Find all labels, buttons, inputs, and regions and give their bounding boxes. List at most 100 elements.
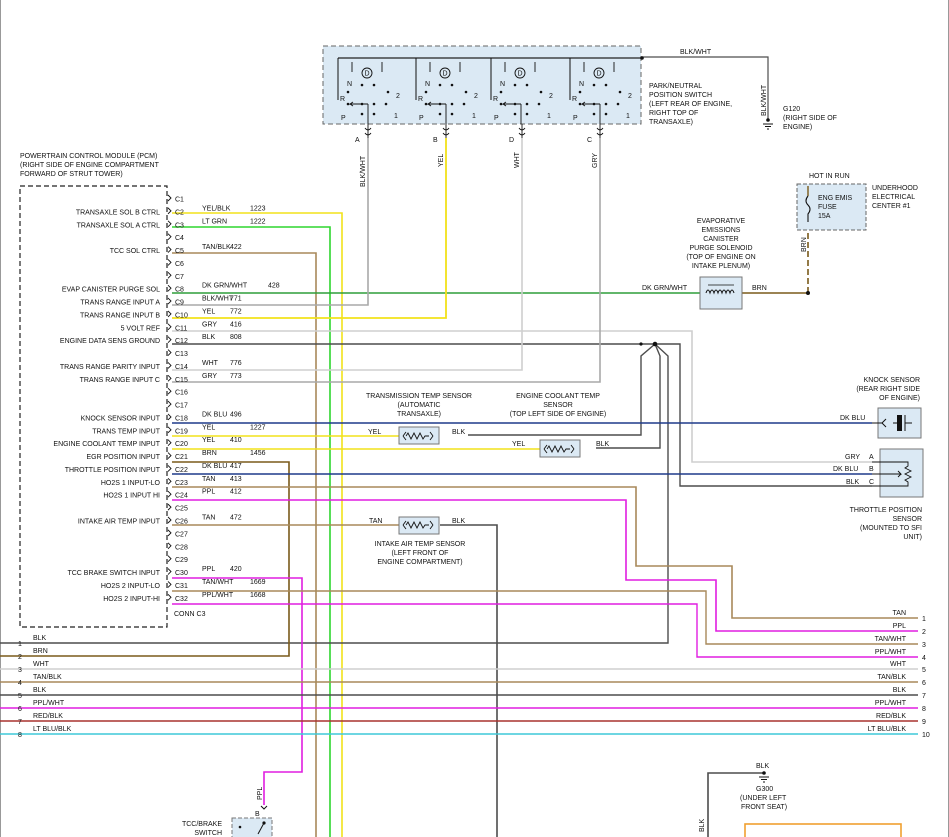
bottom-component-box <box>744 823 902 837</box>
g300-bottom-wire-label: BLK <box>699 818 706 832</box>
pin-chevron-icon <box>167 400 172 408</box>
eng-emis-fuse: HOT IN RUN ENG EMIS FUSE 15A UNDERHOOD E… <box>796 173 918 295</box>
pin-chevron-icon <box>167 207 172 215</box>
pcm-pin-c6: C6 <box>167 259 184 268</box>
pcm-pin-id: C17 <box>175 403 188 410</box>
pnp-top-wire-label: BLK/WHT <box>680 49 712 56</box>
pnp-pos-r: R <box>493 96 498 103</box>
pnp-pos-p: P <box>573 115 578 122</box>
pnp-pos-1: 1 <box>547 113 551 120</box>
pcm-pin-label: HO2S 1 INPUT-LO <box>101 480 161 487</box>
right-bus-color-label: PPL/WHT <box>875 700 907 707</box>
pnp-contact-dot <box>604 112 608 116</box>
fuse-splice-dot <box>806 291 810 295</box>
g120-name: G120 <box>783 106 800 113</box>
pcm-pin-circuit-number: 1669 <box>250 579 266 586</box>
fuse-name-1: FUSE <box>818 204 837 211</box>
pin-chevron-icon <box>167 362 172 369</box>
pnp-contact-dot <box>513 83 517 87</box>
pnp-pos-d: D <box>597 71 602 78</box>
pnp-contact-dot <box>604 102 608 106</box>
pnp-contact-dot <box>450 102 454 106</box>
pcm-pin-wire-color: YEL <box>202 308 215 315</box>
evap-label-line: EVAPORATIVE <box>697 218 746 225</box>
pcm-pin-label: TRANS RANGE PARITY INPUT <box>60 364 161 371</box>
pin-chevron-icon <box>167 336 172 343</box>
pcm-pin-id: C10 <box>175 312 188 319</box>
evap-label-line: PURGE SOLENOID <box>689 245 752 252</box>
wire-iat-blk <box>440 524 498 837</box>
pcm-pin-c1: C1 <box>167 194 184 204</box>
trans-temp-left-wire: YEL <box>368 429 381 436</box>
g300-dot <box>762 771 766 775</box>
wire-g300-blk <box>707 772 764 837</box>
ground-icon <box>759 776 769 783</box>
tcc-brake-pin-dot <box>238 825 242 829</box>
pnp-pin-letter: B <box>433 137 438 144</box>
pcm-pin-circuit-number: 808 <box>230 334 242 341</box>
pnp-contact-dot <box>450 112 454 116</box>
wire-ground-to-trans-temp <box>468 343 656 436</box>
thermistor-icon <box>543 444 575 454</box>
potentiometer-icon <box>872 461 913 487</box>
pcm-pin-c16: C16 <box>167 387 188 397</box>
pcm-pin-wire-color: YEL/BLK <box>202 205 231 212</box>
pnp-pos-d: D <box>443 71 448 78</box>
pcm-pin-id: C31 <box>175 583 188 590</box>
pcm-pin-wire-color: DK BLU <box>202 463 227 470</box>
wire-ground-to-ect <box>596 343 661 449</box>
pnp-pos-2: 2 <box>396 93 400 100</box>
pcm-pin-id: C27 <box>175 531 188 538</box>
wire-c23-tan <box>172 486 918 619</box>
pnp-contact-dot <box>525 102 529 106</box>
pcm-pin-wire-color: BLK <box>202 334 216 341</box>
tcc-brake-wire-label: PPL <box>257 787 264 800</box>
pcm-pin-id: C13 <box>175 351 188 358</box>
pnp-pos-r: R <box>572 96 577 103</box>
wire-c32-ppl-wht <box>172 603 918 658</box>
pcm-pin-circuit-number: 412 <box>230 489 242 496</box>
pnp-contact-dot <box>525 112 529 116</box>
pcm-box <box>19 185 168 628</box>
pnp-pos-p: P <box>341 115 346 122</box>
pnp-contact-dot <box>360 83 364 87</box>
pnp-drive-circle-icon <box>439 67 451 79</box>
pin-chevron-icon <box>167 413 172 421</box>
tps-wire-b: DK BLU <box>833 466 858 473</box>
left-bus-color-label: PPL/WHT <box>33 700 65 707</box>
ect-right-wire: BLK <box>596 441 610 448</box>
pcm-pin-id: C6 <box>175 261 184 268</box>
pcm-pin-id: C26 <box>175 519 188 526</box>
knock-label-2: OF ENGINE) <box>879 395 920 402</box>
fuse-icon <box>805 195 811 222</box>
right-bus-number: 2 <box>922 629 926 636</box>
pcm-pin-label: ENGINE COOLANT TEMP INPUT <box>53 441 160 448</box>
pcm-pin-label: TRANSAXLE SOL B CTRL <box>76 209 160 216</box>
pnp-pos-r: R <box>418 96 423 103</box>
pin-chevron-icon <box>167 349 172 356</box>
pnp-pos-n: N <box>579 81 584 88</box>
pcm-pin-label: TRANS RANGE INPUT A <box>80 300 160 307</box>
pin-chevron-icon <box>167 297 172 305</box>
pcm-pin-id: C9 <box>175 300 184 307</box>
pcm-pin-id: C12 <box>175 338 188 345</box>
tps-label-0: THROTTLE POSITION <box>850 507 922 514</box>
engine-coolant-temp-sensor: ENGINE COOLANT TEMP SENSOR (TOP LEFT SID… <box>510 393 610 458</box>
